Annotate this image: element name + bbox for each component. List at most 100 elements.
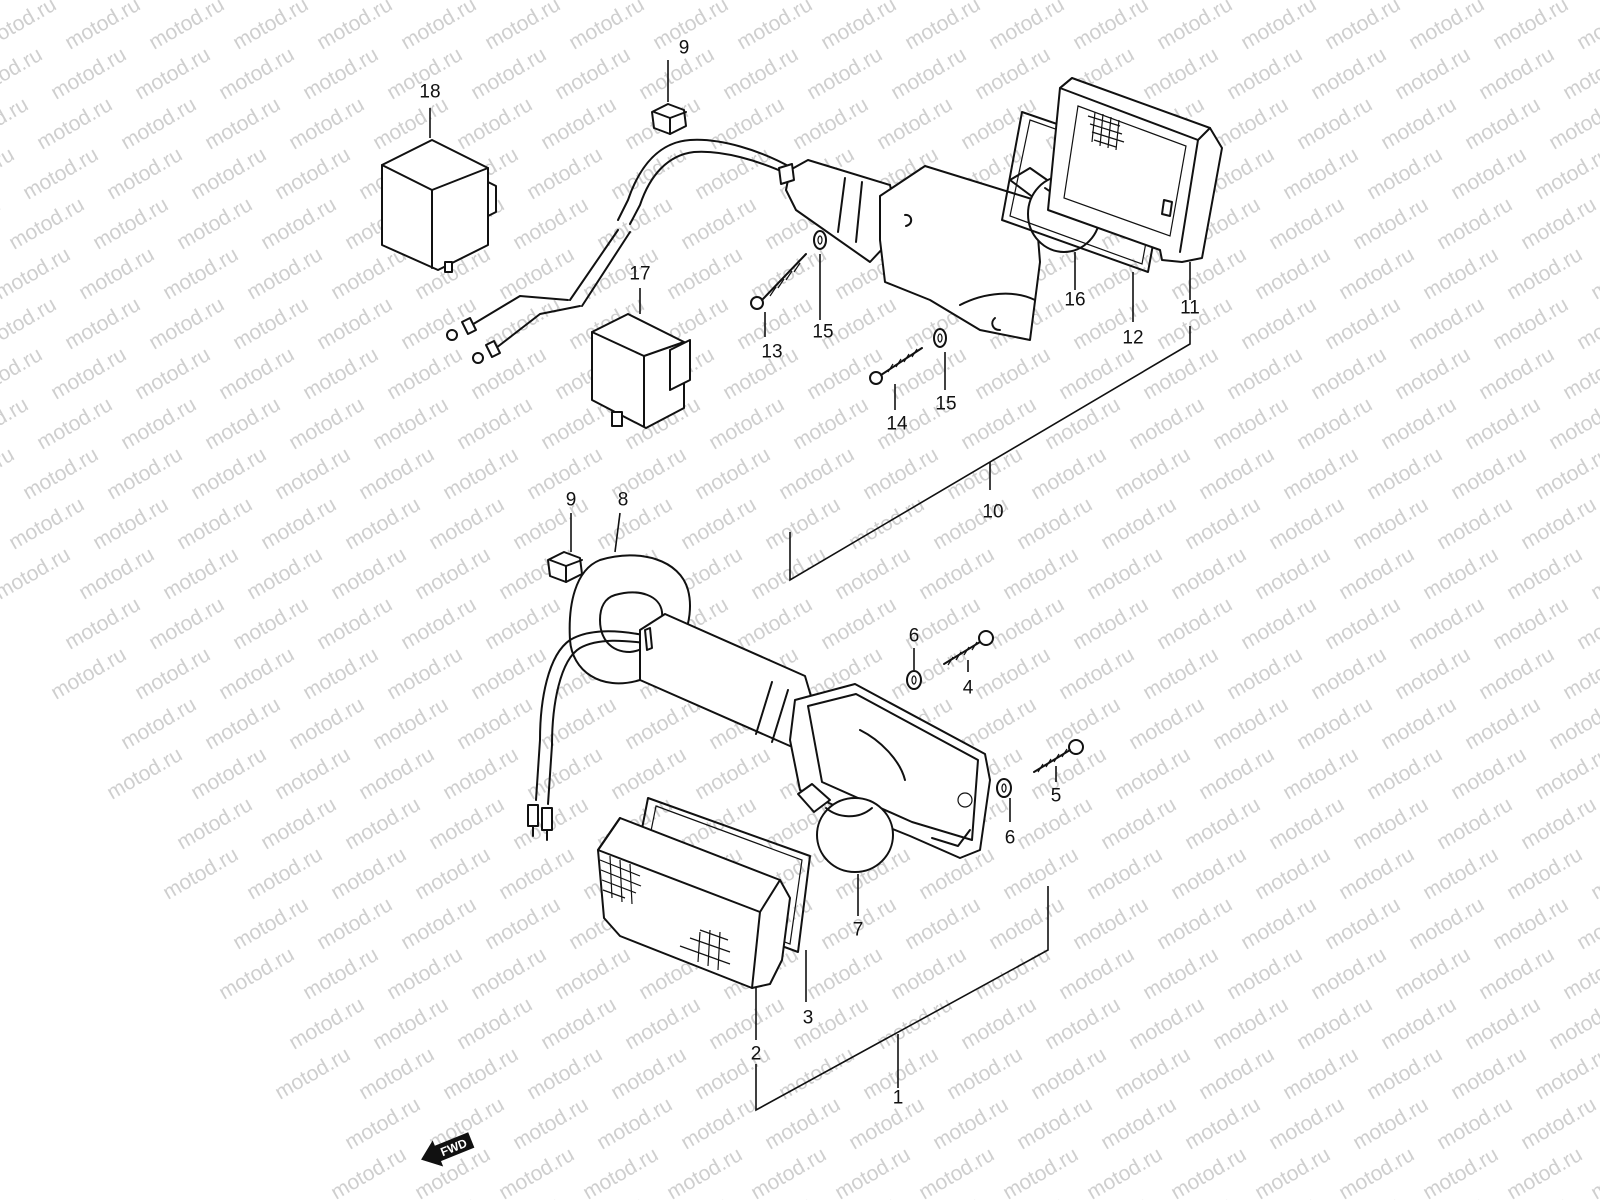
watermark-text: motod.ru <box>1405 293 1488 354</box>
watermark-text: motod.ru <box>313 593 396 654</box>
watermark-text: motod.ru <box>1573 293 1600 354</box>
watermark-text: motod.ru <box>1433 193 1516 254</box>
watermark-text: motod.ru <box>243 543 326 604</box>
part-numbers: 18 9 17 13 15 14 15 16 12 11 10 9 8 6 4 … <box>419 38 1199 1109</box>
watermark-text: motod.ru <box>411 843 494 904</box>
watermark-text: motod.ru <box>201 393 284 454</box>
watermark-text: motod.ru <box>75 243 158 304</box>
upper-turn-signal-assembly <box>381 77 1223 429</box>
watermark-text: motod.ru <box>313 0 396 54</box>
watermark-text: motod.ru <box>1363 443 1446 504</box>
watermark-text: motod.ru <box>1587 0 1600 4</box>
watermark-text: motod.ru <box>1125 693 1208 754</box>
lower-turn-signal-assembly <box>527 551 1084 989</box>
watermark-text: motod.ru <box>257 493 340 554</box>
watermark-text: motod.ru <box>1419 843 1502 904</box>
watermark-text: motod.ru <box>1279 443 1362 504</box>
watermark-text: motod.ru <box>1279 1043 1362 1104</box>
watermark-text: motod.ru <box>215 643 298 704</box>
label-12: 12 <box>1122 328 1143 349</box>
watermark-text: motod.ru <box>705 393 788 454</box>
watermark-text: motod.ru <box>1153 893 1236 954</box>
watermark-text: motod.ru <box>1223 43 1306 104</box>
relay-17 <box>591 313 691 429</box>
watermark-text: motod.ru <box>1027 1043 1110 1104</box>
watermark-text: motod.ru <box>299 343 382 404</box>
watermark-text: motod.ru <box>0 543 74 604</box>
watermark-text: motod.ru <box>1447 743 1530 804</box>
watermark-text: motod.ru <box>1167 843 1250 904</box>
watermark-text: motod.ru <box>1307 943 1390 1004</box>
watermark-text: motod.ru <box>383 943 466 1004</box>
watermark-text: motod.ru <box>1265 1093 1348 1154</box>
watermark-text: motod.ru <box>537 93 620 154</box>
watermark-text: motod.ru <box>19 443 102 504</box>
watermark-text: motod.ru <box>1279 143 1362 204</box>
watermark-text: motod.ru <box>103 443 186 504</box>
label-2: 2 <box>751 1044 762 1065</box>
watermark-text: motod.ru <box>1111 443 1194 504</box>
watermark-text: motod.ru <box>1251 1143 1334 1200</box>
watermark-text: motod.ru <box>1125 393 1208 454</box>
watermark-text: motod.ru <box>1209 993 1292 1054</box>
watermark-text: motod.ru <box>1405 0 1488 54</box>
watermark-text: motod.ru <box>1069 593 1152 654</box>
watermark-text: motod.ru <box>1111 1043 1194 1104</box>
watermark-text: motod.ru <box>593 493 676 554</box>
watermark-text: motod.ru <box>537 693 620 754</box>
watermark-text: motod.ru <box>845 1093 928 1154</box>
label-13: 13 <box>761 342 782 363</box>
watermark-text: motod.ru <box>929 1093 1012 1154</box>
watermark-text: motod.ru <box>887 43 970 104</box>
watermark-text: motod.ru <box>1503 843 1586 904</box>
watermark-text: motod.ru <box>33 93 116 154</box>
watermark-text: motod.ru <box>1475 943 1558 1004</box>
watermark-text: motod.ru <box>369 993 452 1054</box>
watermark-text: motod.ru <box>1055 343 1138 404</box>
watermark-text: motod.ru <box>425 793 508 854</box>
watermark-text: motod.ru <box>1489 893 1572 954</box>
watermark-text: motod.ru <box>1363 143 1446 204</box>
watermark-text: motod.ru <box>467 643 550 704</box>
watermark-text: motod.ru <box>257 193 340 254</box>
watermark-text: motod.ru <box>523 143 606 204</box>
washer-6-b <box>996 778 1012 798</box>
watermark-text: motod.ru <box>719 43 802 104</box>
lens-2 <box>597 817 791 989</box>
watermark-text: motod.ru <box>145 293 228 354</box>
watermark-text: motod.ru <box>467 943 550 1004</box>
watermark-text: motod.ru <box>201 93 284 154</box>
watermark-text: motod.ru <box>0 143 18 204</box>
watermark-text: motod.ru <box>75 543 158 604</box>
watermark-text: motod.ru <box>747 543 830 604</box>
watermark-text: motod.ru <box>1125 993 1208 1054</box>
watermark-text: motod.ru <box>215 343 298 404</box>
watermark-text: motod.ru <box>1517 1093 1600 1154</box>
watermark-text: motod.ru <box>1223 643 1306 704</box>
label-1: 1 <box>893 1088 904 1109</box>
watermark-text: motod.ru <box>999 1143 1082 1200</box>
watermark-text: motod.ru <box>1293 693 1376 754</box>
watermark-text: motod.ru <box>5 193 88 254</box>
watermark-text: motod.ru <box>1181 793 1264 854</box>
upper-wire-harness <box>446 138 793 364</box>
watermark-text: motod.ru <box>873 93 956 154</box>
watermark-text: motod.ru <box>509 1093 592 1154</box>
label-14: 14 <box>886 414 908 435</box>
watermark-text: motod.ru <box>243 243 326 304</box>
label-18: 18 <box>419 82 440 103</box>
watermark-text: motod.ru <box>1433 493 1516 554</box>
watermark-text: motod.ru <box>1041 993 1124 1054</box>
watermark-text: motod.ru <box>341 493 424 554</box>
screw-13 <box>750 253 807 310</box>
watermark-text: motod.ru <box>789 93 872 154</box>
watermark-text: motod.ru <box>271 1043 354 1104</box>
watermark-text: motod.ru <box>1447 443 1530 504</box>
watermark-text: motod.ru <box>1223 343 1306 404</box>
lower-housing <box>639 613 991 859</box>
watermark-text: motod.ru <box>1461 93 1544 154</box>
watermark-text: motod.ru <box>1559 43 1600 104</box>
watermark-text: motod.ru <box>481 593 564 654</box>
watermark-text: motod.ru <box>145 0 228 54</box>
